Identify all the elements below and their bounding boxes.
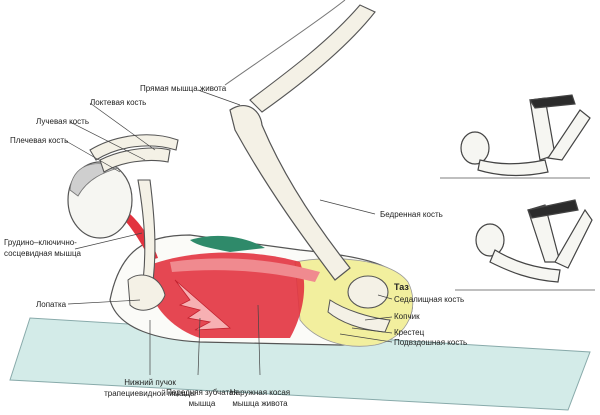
label-radius: Лучевая кость [36,117,89,126]
label-femur: Бедренная кость [380,210,443,219]
label-sternocleidomastoid-2: сосцевидная мышца [4,249,81,258]
label-sternocleidomastoid-1: Грудино–ключично- [4,238,77,247]
label-serratus-2: мышца [188,399,216,408]
exercise-mat [9,317,591,411]
crunch-figure-1 [440,94,591,179]
scapula-bone [127,274,166,311]
label-coccyx: Копчик [394,312,420,321]
shin-outline [224,0,346,86]
label-external-oblique-2: мышца живота [232,399,288,408]
tibia-bone [249,4,376,113]
label-ilium: Подвздошная кость [394,338,468,347]
label-lower-trapezius-2: трапециевидной мышцы [104,389,196,398]
label-lower-trapezius-1: Нижний пучок [124,378,176,387]
label-elbow-bone: Локтевая кость [90,98,147,107]
label-scapula: Лопатка [36,300,67,309]
ulna-bone [89,134,179,161]
femur-bone [229,105,351,281]
label-sacrum: Крестец [394,328,425,337]
hair [69,163,120,197]
label-external-oblique-1: Наружная косая [229,388,291,397]
hip-joint [347,275,389,309]
external-oblique-muscle [150,252,305,338]
sacrum-coccyx [327,299,391,333]
label-pelvis: Таз [394,282,409,292]
forearm-bones [99,147,171,173]
back-muscle [190,235,265,252]
leader-lines [65,89,393,376]
label-serratus-1: Передняя зубчатая [166,388,238,397]
crunch-figure-2 [455,199,595,291]
serratus-anterior-muscle [174,279,232,331]
rectus-abdominis-muscle [170,258,320,282]
label-rectus-abdominis: Прямая мышца живота [140,84,227,93]
label-ischium: Седалищная кость [394,295,465,304]
label-humerus: Плечевая кость [10,136,69,145]
